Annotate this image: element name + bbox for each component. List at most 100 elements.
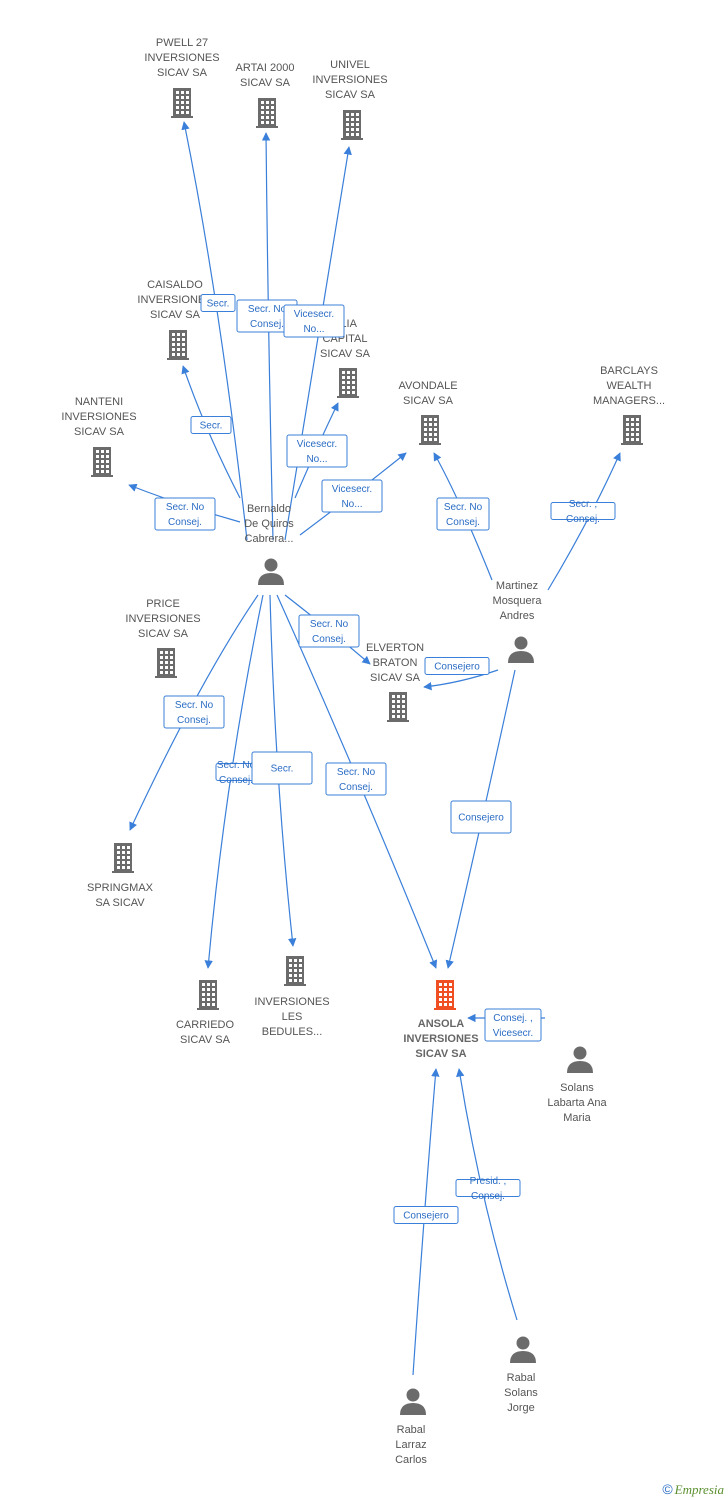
node-label-line: SICAV SA bbox=[320, 348, 371, 360]
node-label-line: PWELL 27 bbox=[156, 37, 208, 49]
edge-label-text: No... bbox=[303, 324, 324, 335]
building-icon bbox=[621, 415, 643, 445]
edge-label-text: Secr. bbox=[271, 764, 294, 775]
edge-label-bernaldo-to-carriedo[interactable]: Secr. bbox=[251, 751, 313, 785]
edge-martinez-to-barclays bbox=[423, 669, 499, 691]
node-label-line: INVERSIONES bbox=[254, 996, 329, 1008]
edge-label-text: Presid. , bbox=[470, 1176, 507, 1187]
node-label-line: Mosquera bbox=[493, 595, 543, 607]
node-label-line: Andres bbox=[500, 610, 535, 622]
building-icon bbox=[337, 368, 359, 398]
edge-label-text: Secr. No bbox=[166, 502, 205, 513]
edge-label-text: Secr. No bbox=[310, 619, 349, 630]
edge-label-martinez-to-elverton[interactable]: Consejero bbox=[450, 800, 512, 834]
building-icon bbox=[341, 110, 363, 140]
edge-label-box bbox=[283, 304, 345, 338]
edge-label-box bbox=[200, 294, 236, 312]
edge-label-bernaldo-to-caisaldo[interactable]: Secr. bbox=[190, 416, 232, 434]
node-label-line: INVERSIONES bbox=[403, 1033, 478, 1045]
edge-label-text: Secr. No bbox=[444, 502, 483, 513]
edge-label-text: Consej. , bbox=[493, 1013, 532, 1024]
node-label-line: CAISALDO bbox=[147, 279, 203, 291]
edge-label-bernaldo-to-nanteni[interactable]: Secr. No Consej. bbox=[154, 497, 216, 531]
node-label-line: SICAV SA bbox=[403, 395, 454, 407]
edge-label-bernaldo-to-pwell[interactable]: Secr. bbox=[200, 294, 236, 312]
node-price[interactable]: PRICE INVERSIONES SICAV SA bbox=[125, 598, 201, 678]
edge-label-text: Consej. bbox=[168, 517, 202, 528]
node-label-line: Maria bbox=[563, 1112, 591, 1124]
node-label-line: INVERSIONES bbox=[61, 411, 136, 423]
edge-label-rabal_jorge-to-ansola[interactable]: Consejero bbox=[393, 1206, 459, 1224]
person-icon bbox=[258, 558, 284, 585]
edge-label-martinez-to-avondale[interactable]: Secr. ,Consej. bbox=[550, 499, 616, 525]
node-label-line: Rabal bbox=[507, 1372, 536, 1384]
edge-label-solans_ana-to-ansola[interactable]: Presid. ,Consej. bbox=[455, 1176, 521, 1202]
edge-label-text: Secr. No bbox=[337, 767, 376, 778]
edge-label-box bbox=[163, 695, 225, 729]
edge-label-bernaldo-to-alia[interactable]: Vicesecr. No... bbox=[286, 434, 348, 468]
edge-label-martinez-to-barclays[interactable]: Consejero bbox=[424, 657, 490, 675]
node-label-line: ELVERTON bbox=[366, 642, 424, 654]
node-label-line: Jorge bbox=[507, 1402, 535, 1414]
node-label-line: BARCLAYS bbox=[600, 365, 658, 377]
node-label-line: INVERSIONES bbox=[144, 52, 219, 64]
node-barclays[interactable]: BARCLAYSWEALTHMANAGERS... bbox=[593, 365, 665, 445]
node-label-line: INVERSIONES bbox=[125, 613, 200, 625]
edge-label-box bbox=[325, 762, 387, 796]
node-bedules[interactable]: INVERSIONESLESBEDULES... bbox=[254, 956, 330, 1038]
footer-brand[interactable]: ©Empresia bbox=[662, 1481, 724, 1498]
edge-label-text: Vicesecr. bbox=[297, 439, 337, 450]
edge-label-box bbox=[450, 800, 512, 834]
node-label-line: Rabal bbox=[397, 1424, 426, 1436]
node-label-line: SA SICAV bbox=[95, 897, 145, 909]
node-label-line: PRICE bbox=[146, 598, 180, 610]
edge-label-bernaldo-to-avondale[interactable]: Vicesecr.No... bbox=[321, 479, 383, 513]
edge-label-box bbox=[251, 751, 313, 785]
node-label-line: ARTAI 2000 bbox=[236, 62, 295, 74]
edge-label-bernaldo-to-univel[interactable]: Vicesecr. No... bbox=[283, 304, 345, 338]
node-label-line: INVERSIONES bbox=[137, 294, 212, 306]
building-icon bbox=[197, 980, 219, 1010]
person-icon bbox=[400, 1388, 426, 1415]
node-label-line: Solans bbox=[560, 1082, 594, 1094]
edge-label-text: No... bbox=[306, 454, 327, 465]
edge-label-text: Vicesecr. bbox=[294, 309, 334, 320]
building-icon bbox=[419, 415, 441, 445]
edge-label-text: Secr. bbox=[207, 299, 230, 310]
building-icon bbox=[256, 98, 278, 128]
node-label-line: SICAV SA bbox=[325, 89, 376, 101]
edge-label-text: Consej. bbox=[177, 715, 211, 726]
node-label-line: INVERSIONES bbox=[312, 74, 387, 86]
person-icon bbox=[510, 1336, 536, 1363]
edge-label-box bbox=[393, 1206, 459, 1224]
building-icon bbox=[167, 330, 189, 360]
edge-label-text: Consejero bbox=[458, 813, 504, 824]
edge-label-text: Consejero bbox=[434, 662, 480, 673]
node-label-line: SICAV SA bbox=[138, 628, 189, 640]
edge-label-box bbox=[190, 416, 232, 434]
edge-label-martinez-to-ansola[interactable]: Consej. ,Vicesecr. bbox=[484, 1008, 542, 1042]
node-label-line: SICAV SA bbox=[240, 77, 291, 89]
